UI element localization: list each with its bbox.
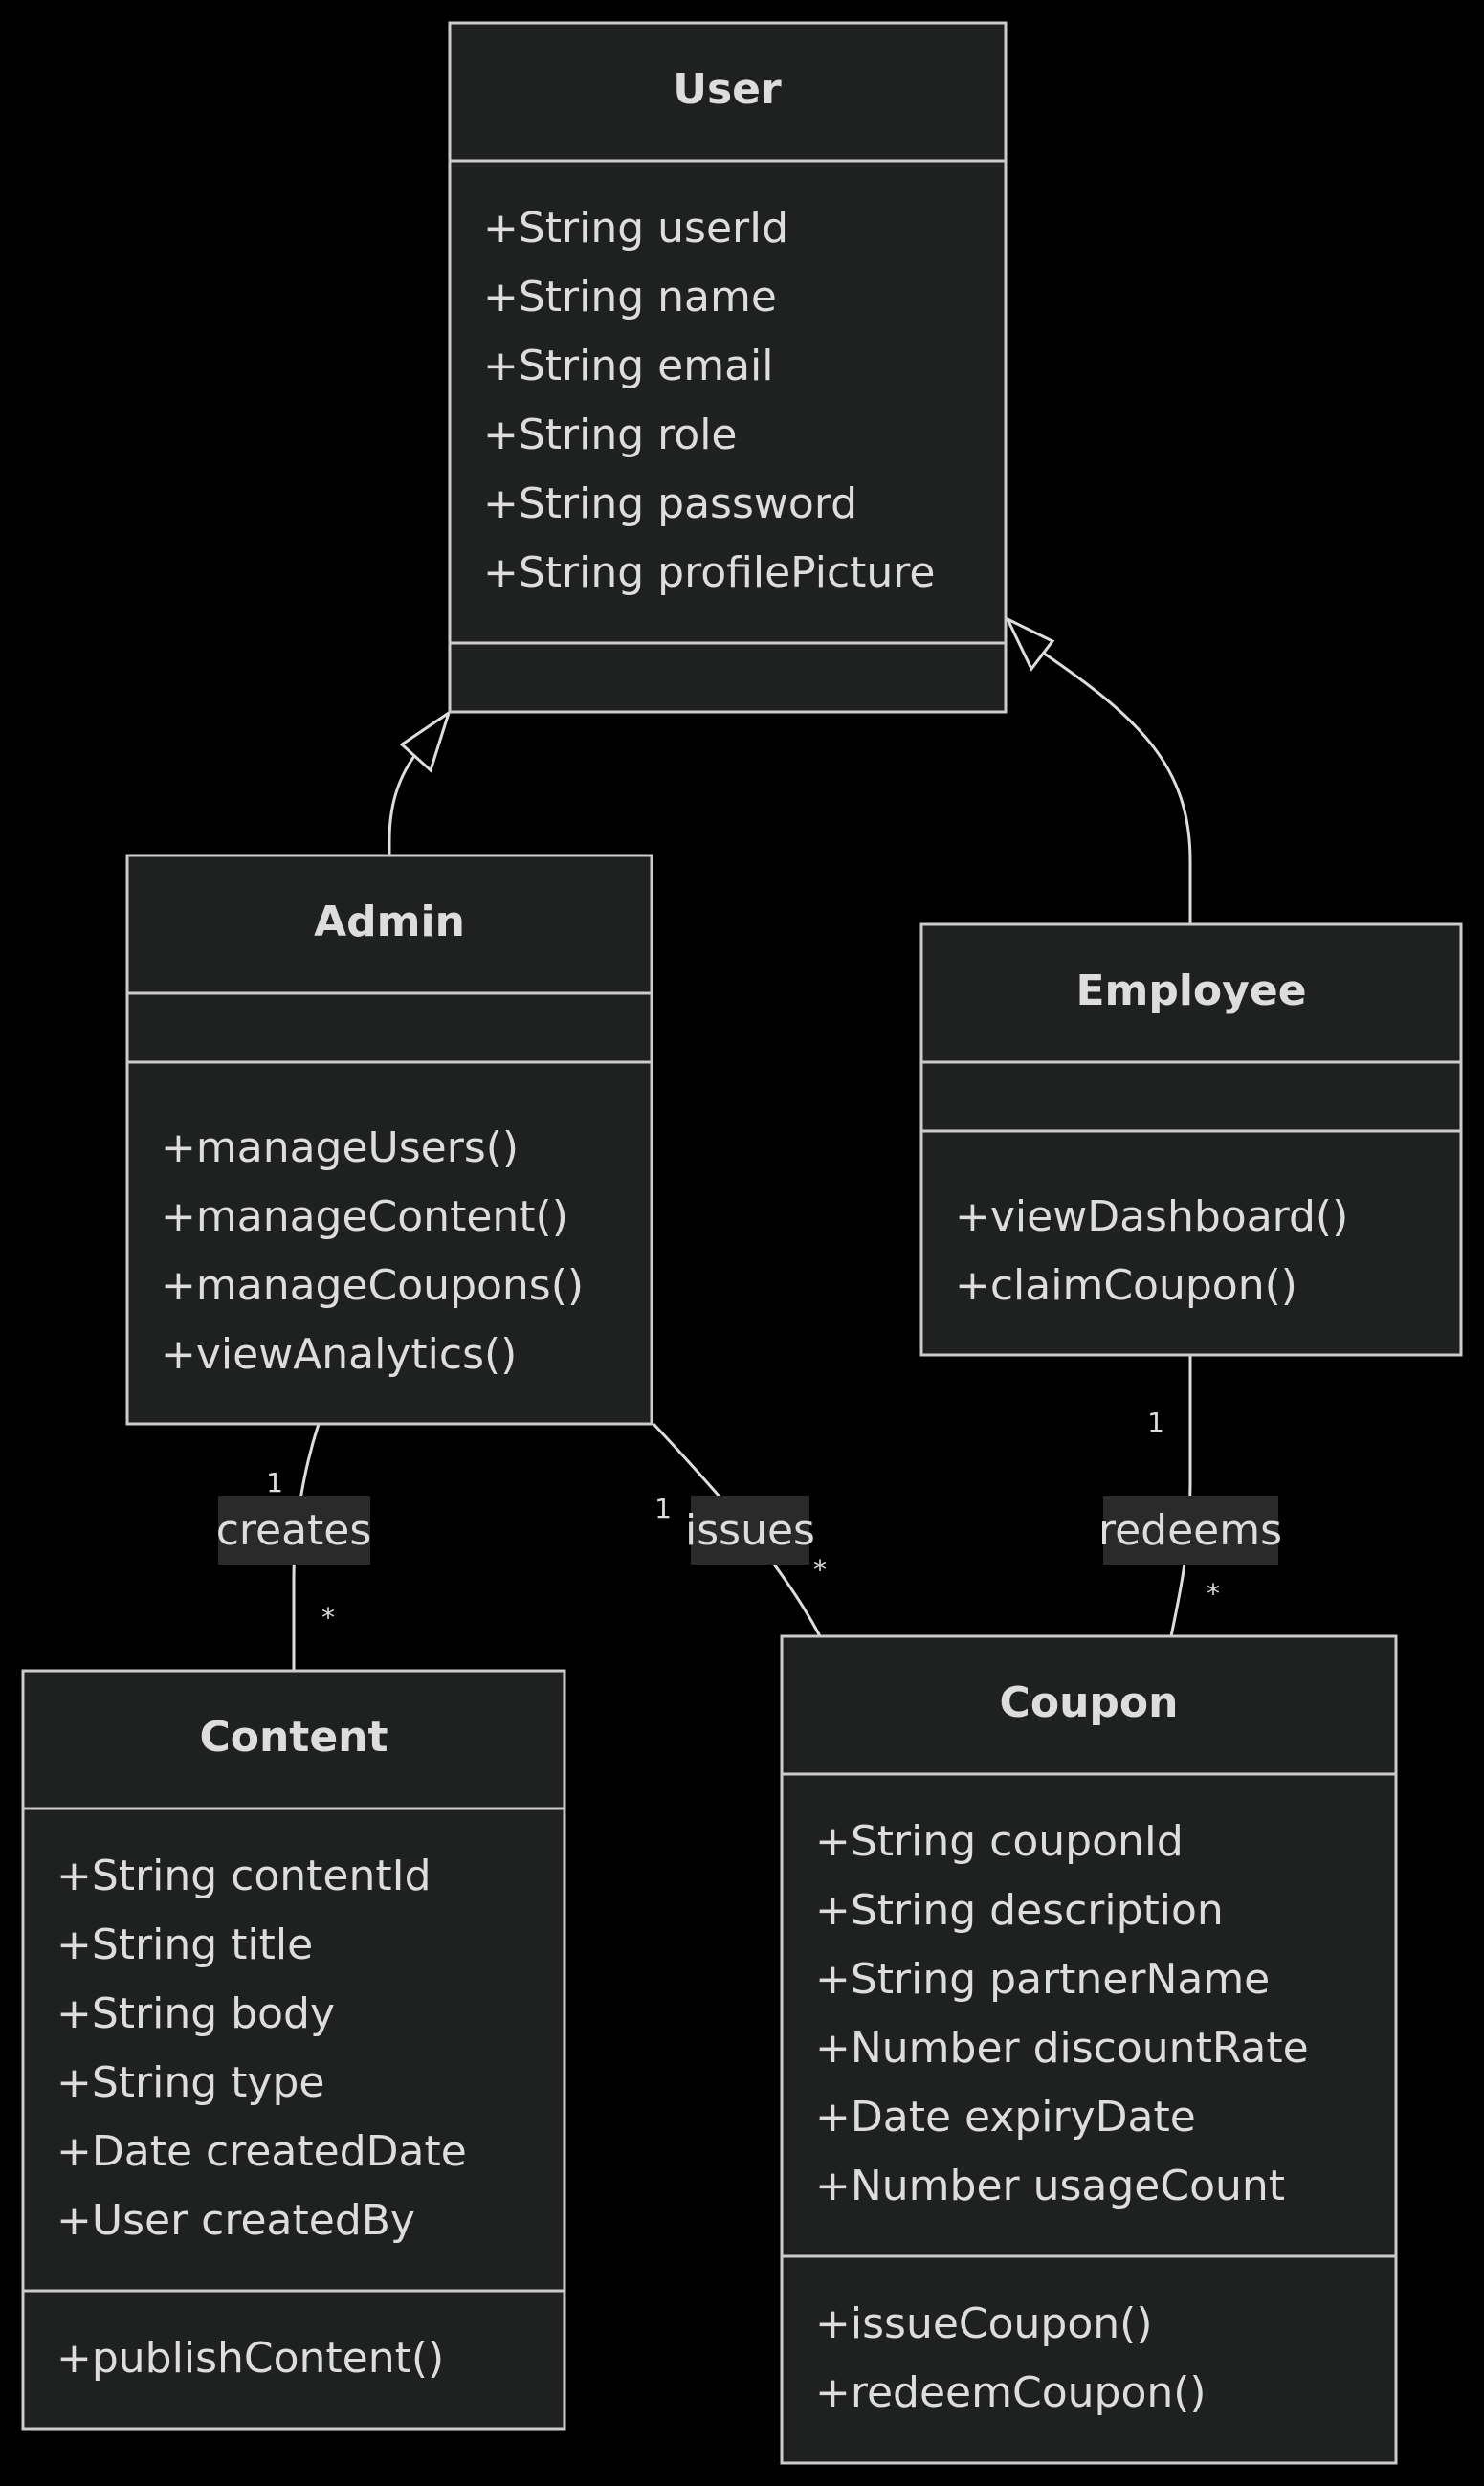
relation-redeems: redeems 1 * <box>1098 1407 1282 1609</box>
class-box <box>448 21 1008 714</box>
edge-employee-inherits-user <box>1039 649 1192 923</box>
method: +manageUsers() <box>161 1123 519 1172</box>
attribute: +String title <box>56 1920 313 1969</box>
class-title: Employee <box>1075 966 1306 1015</box>
method: +claimCoupon() <box>955 1261 1297 1310</box>
attribute: +String body <box>56 1989 335 2038</box>
attribute: +String contentId <box>56 1852 432 1900</box>
label-background <box>218 1496 370 1565</box>
class-box <box>125 854 653 1426</box>
method: +viewAnalytics() <box>161 1330 517 1379</box>
method: +manageContent() <box>161 1192 568 1241</box>
source-multiplicity: 1 <box>266 1467 283 1498</box>
label-background <box>691 1496 809 1565</box>
class-title: User <box>673 65 782 114</box>
attribute: +String email <box>483 342 774 390</box>
source-multiplicity: 1 <box>1147 1407 1164 1438</box>
attribute: +String name <box>483 273 777 322</box>
attribute: +Date createdDate <box>56 2127 467 2176</box>
attribute: +String partnerName <box>815 1955 1270 2004</box>
attribute: +String couponId <box>815 1817 1184 1866</box>
class-content[interactable]: Content +String contentId +String title … <box>21 1669 566 2431</box>
attribute: +Date expiryDate <box>815 2093 1196 2142</box>
method: +manageCoupons() <box>161 1261 584 1310</box>
method: +issueCoupon() <box>815 2299 1153 2348</box>
class-box <box>919 922 1463 1357</box>
attribute: +String description <box>815 1886 1224 1935</box>
class-box <box>21 1669 566 2431</box>
class-title: Admin <box>314 898 465 946</box>
class-title: Coupon <box>1000 1678 1179 1727</box>
method: +redeemCoupon() <box>815 2368 1207 2417</box>
attribute: +Number discountRate <box>815 2024 1309 2073</box>
source-multiplicity: 1 <box>654 1493 672 1524</box>
inheritance-arrowhead-employee-user <box>1004 615 1055 672</box>
label-background <box>1103 1496 1278 1565</box>
class-title: Content <box>199 1713 388 1762</box>
relation-label: redeems <box>1098 1506 1282 1555</box>
class-coupon[interactable]: Coupon +String couponId +String descript… <box>780 1634 1398 2465</box>
class-user[interactable]: User +String userId +String name +String… <box>448 21 1008 714</box>
attribute: +String password <box>483 479 857 528</box>
relation-creates: creates 1 * <box>216 1467 372 1633</box>
method: +publishContent() <box>56 2334 444 2383</box>
target-multiplicity: * <box>1207 1578 1220 1609</box>
class-admin[interactable]: Admin +manageUsers() +manageContent() +m… <box>125 854 653 1426</box>
method: +viewDashboard() <box>955 1192 1348 1241</box>
relation-label: issues <box>685 1506 815 1555</box>
relation-label: creates <box>216 1506 372 1555</box>
attribute: +String role <box>483 411 738 459</box>
attribute: +Number usageCount <box>815 2162 1285 2210</box>
attribute: +User createdBy <box>56 2196 415 2245</box>
inheritance-arrowhead-admin-user <box>399 709 452 773</box>
attribute: +String type <box>56 2058 324 2107</box>
class-employee[interactable]: Employee +viewDashboard() +claimCoupon() <box>919 922 1463 1357</box>
relation-issues: issues 1 * <box>654 1493 827 1586</box>
target-multiplicity: * <box>813 1554 827 1586</box>
attribute: +String profilePicture <box>483 548 935 597</box>
target-multiplicity: * <box>321 1602 335 1633</box>
attribute: +String userId <box>483 204 788 253</box>
edge-employee-redeems-coupon <box>1169 1354 1192 1637</box>
